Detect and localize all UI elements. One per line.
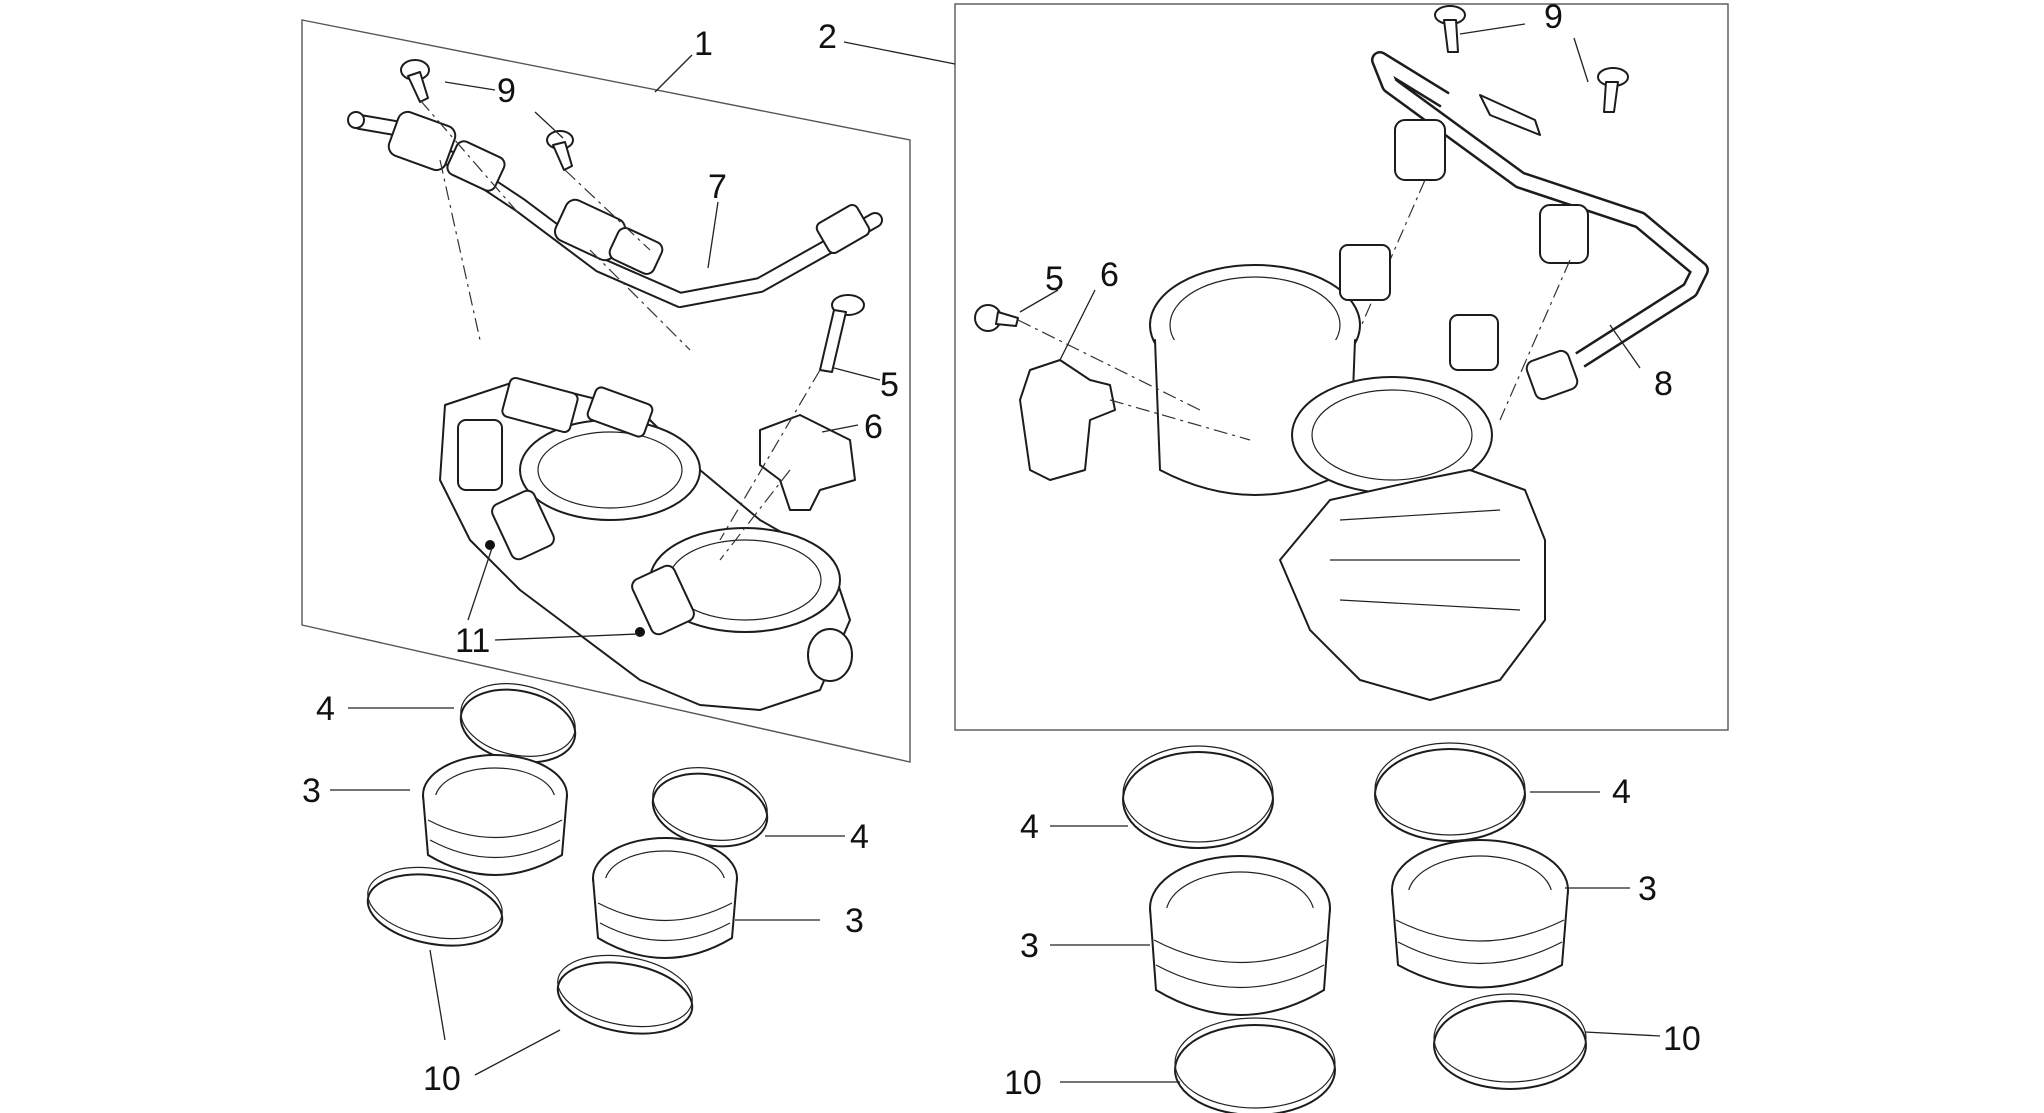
right-bolt-icon-2 bbox=[1597, 67, 1629, 113]
left-manifold-b bbox=[592, 837, 738, 959]
callout-right-fuel-rail: 8 bbox=[1654, 365, 1673, 403]
left-clamp-upper-b bbox=[651, 767, 769, 848]
callout-left-assembly: 1 bbox=[694, 25, 713, 63]
callout-left-clamp-upper-b: 4 bbox=[850, 818, 869, 856]
left-assembly-frame bbox=[301, 19, 911, 763]
callout-right-sensor: 6 bbox=[1100, 256, 1119, 294]
callout-left-manifold-b: 3 bbox=[845, 902, 864, 940]
callout-left-clamp-upper-a: 4 bbox=[316, 690, 335, 728]
left-bolt-icon bbox=[400, 59, 430, 103]
left-clamp-lower bbox=[366, 866, 504, 947]
callout-left-fuel-rail: 7 bbox=[708, 168, 727, 206]
left-throttle-body bbox=[439, 376, 853, 711]
right-assembly bbox=[954, 3, 1729, 731]
callout-right-clamp-upper-b: 4 bbox=[1612, 773, 1631, 811]
callout-right-clamp-upper-a: 4 bbox=[1020, 808, 1039, 846]
right-bolt-icon bbox=[1434, 5, 1466, 53]
right-clamp-upper-a bbox=[1122, 745, 1274, 849]
callout-right-screw: 5 bbox=[1045, 260, 1064, 298]
left-clamp-lower-b bbox=[556, 954, 694, 1035]
left-screw-icon bbox=[819, 294, 865, 373]
right-clamp-upper-b bbox=[1374, 742, 1526, 842]
callout-right-clamp-lower-b: 10 bbox=[1663, 1020, 1701, 1058]
callout-left-injector: 11 bbox=[455, 622, 490, 660]
callout-right-manifold-a: 3 bbox=[1020, 927, 1039, 965]
right-fuel-rail bbox=[1371, 51, 1709, 401]
leader-lines bbox=[330, 23, 1661, 1083]
callout-right-bolt: 9 bbox=[1544, 0, 1563, 36]
callout-left-clamp-lower: 10 bbox=[423, 1060, 461, 1098]
right-assembly-frame bbox=[954, 3, 1729, 731]
left-sensor-icon bbox=[759, 414, 856, 511]
right-manifold-b bbox=[1391, 839, 1569, 989]
right-clamp-lower-a bbox=[1174, 1017, 1336, 1113]
callout-labels: 1 2 9 7 5 6 11 4 3 4 3 10 9 5 6 8 4 3 10… bbox=[302, 0, 1701, 1102]
left-fuel-rail bbox=[347, 110, 883, 308]
right-manifold-a bbox=[1149, 855, 1331, 1016]
callout-right-assembly: 2 bbox=[818, 18, 837, 56]
callout-left-manifold-a: 3 bbox=[302, 772, 321, 810]
left-assembly bbox=[301, 19, 911, 763]
left-bolt-icon-2 bbox=[546, 130, 574, 171]
right-screw-icon bbox=[974, 304, 1019, 332]
left-manifold-a bbox=[422, 754, 568, 876]
right-throttle-body bbox=[1149, 244, 1546, 701]
callout-left-sensor: 6 bbox=[864, 408, 883, 446]
callout-left-bolt: 9 bbox=[497, 72, 516, 110]
right-clamp-lower-b bbox=[1433, 993, 1587, 1090]
callout-right-manifold-b: 3 bbox=[1638, 870, 1657, 908]
callout-left-screw: 5 bbox=[880, 366, 899, 404]
callout-right-clamp-lower-a: 10 bbox=[1004, 1064, 1042, 1102]
right-sensor-icon bbox=[1019, 359, 1116, 481]
